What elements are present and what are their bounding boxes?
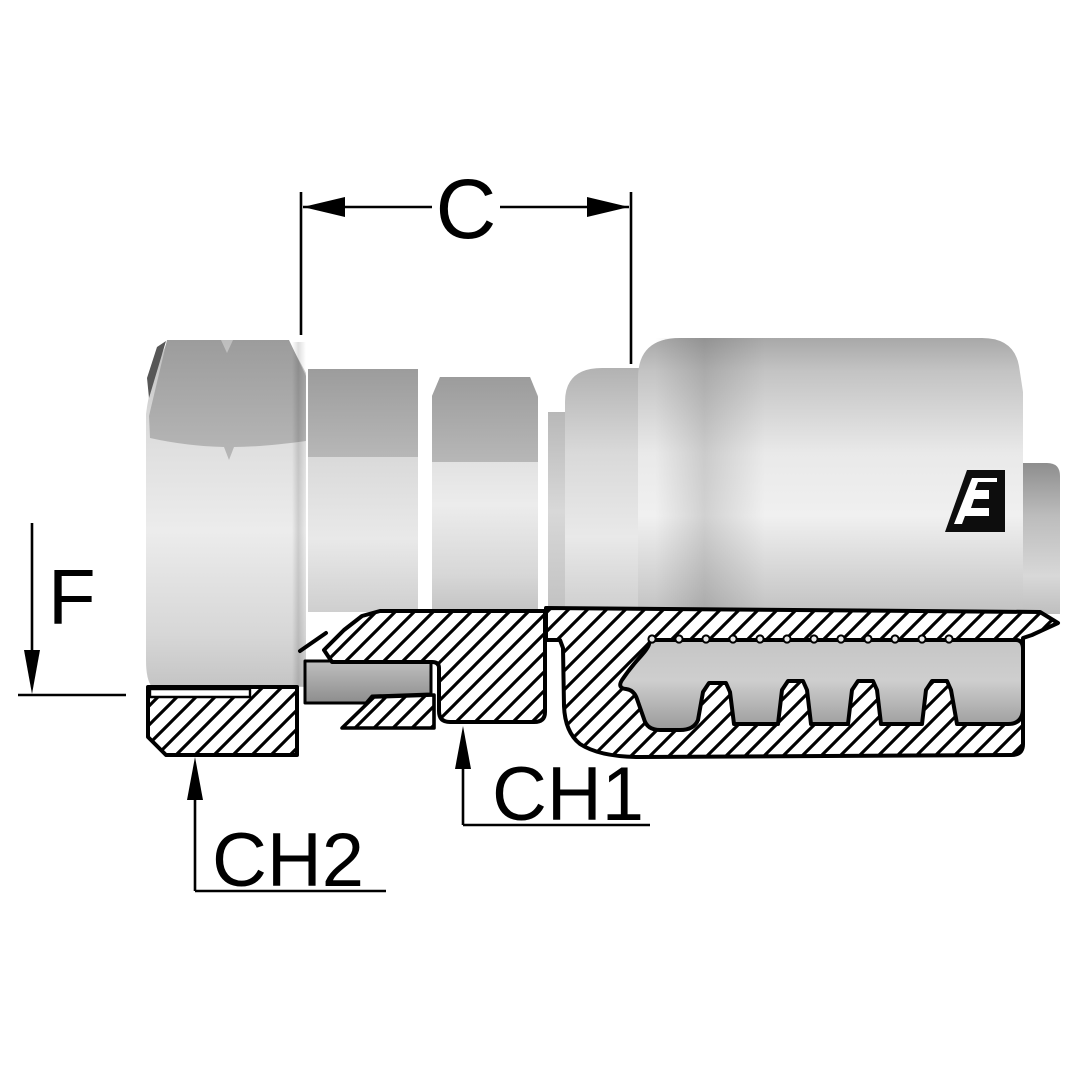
dim-label-ch2: CH2 [212,818,364,903]
nipple-hex-top-facet [432,377,538,462]
ch2-arrow-up [187,757,203,800]
nipple-section-hatch [322,609,547,724]
swivel-nut-top-facet [149,340,306,460]
thread-sleeve-hatch [340,693,436,730]
thread-gap-strip [148,687,252,699]
nut-chamfer-shadow [147,341,166,398]
c-arrow-left [303,197,345,217]
dim-label-f: F [48,553,96,641]
ch1-arrow-up [455,726,471,769]
c-arrow-right [587,197,629,217]
nut-section-hatch [146,685,299,757]
section-view-group [146,606,1060,759]
shell-step-shade [655,338,765,612]
dim-label-ch1: CH1 [492,752,644,837]
f-arrow-down [24,650,40,694]
hose-tail [1023,463,1060,614]
nut-edge-shade [292,342,306,686]
inner-tube-serrations [618,638,1025,732]
thread-chamfer-line [298,631,328,653]
dim-label-c: C [436,162,497,256]
serration-nubs [647,634,954,644]
collar-top-facet [308,369,418,457]
alfagomma-logo [945,470,1005,532]
fitting-body-group [146,338,1060,687]
dimension-group [18,192,650,893]
